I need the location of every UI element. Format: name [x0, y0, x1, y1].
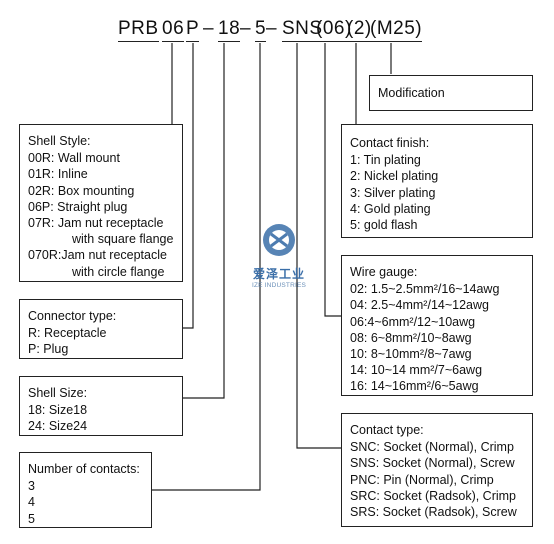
line-wire-gauge	[324, 43, 341, 317]
list-item: 2: Nickel plating	[350, 169, 439, 184]
list-item: PNC: Pin (Normal), Crimp	[350, 472, 494, 487]
list-item: R: Receptacle	[28, 326, 107, 341]
part-code: PRB 06 P – 18 – 5 – SNS (06) (2) (M25)	[0, 14, 554, 44]
list-item: 18: Size18	[28, 403, 88, 418]
list-item: SRC: Socket (Radsok), Crimp	[350, 488, 517, 503]
shell-size-title: Shell Size:	[28, 386, 88, 400]
brand-logo-icon	[263, 224, 295, 256]
shell-style-box: Shell Style: 00R: Wall mount 01R: Inline…	[19, 124, 183, 282]
line-shell-size	[183, 43, 225, 399]
list-item: 5	[28, 511, 35, 526]
list-item: 06:4~6mm²/12~10awg	[350, 314, 476, 329]
list-item: 3	[28, 479, 35, 494]
line-contact-type	[296, 43, 341, 449]
list-item: 3: Silver plating	[350, 185, 436, 200]
code-shell-size: 18	[218, 14, 241, 44]
shell-size-box: Shell Size: 18: Size18 24: Size24	[19, 376, 183, 436]
modification-box: Modification	[369, 75, 533, 111]
wire-gauge-box: Wire gauge: 02: 1.5~2.5mm²/16~14awg 04: …	[341, 255, 533, 396]
list-item: 02R: Box mounting	[28, 183, 135, 198]
code-contacts: 5	[255, 14, 267, 44]
shell-style-title: Shell Style:	[28, 134, 91, 148]
code-shell-style: 06	[162, 14, 185, 44]
list-item: 06P: Straight plug	[28, 199, 128, 214]
list-item: 01R: Inline	[28, 167, 88, 182]
list-item: 070R:Jam nut receptacle	[28, 248, 167, 263]
line-contacts	[152, 43, 261, 491]
list-item: SNS: Socket (Normal), Screw	[350, 456, 515, 471]
modification-title: Modification	[378, 86, 445, 100]
list-item: 10: 8~10mm²/8~7awg	[350, 347, 472, 362]
wire-gauge-title: Wire gauge:	[350, 265, 418, 279]
code-wire-gauge: (06)	[316, 14, 352, 44]
contacts-count-title: Number of contacts:	[28, 462, 140, 476]
connector-type-box: Connector type: R: Receptacle P: Plug	[19, 299, 183, 359]
list-item: with square flange	[72, 232, 174, 247]
list-item: SNC: Socket (Normal), Crimp	[350, 440, 514, 455]
code-series: PRB	[118, 14, 159, 44]
contact-finish-box: Contact finish: 1: Tin plating 2: Nickel…	[341, 124, 533, 238]
code-connector-type: P	[186, 14, 200, 44]
list-item: 24: Size24	[28, 419, 88, 434]
code-dash: –	[203, 18, 215, 39]
contact-finish-title: Contact finish:	[350, 136, 430, 150]
brand-name-en: IZE INDUSTRIES	[251, 282, 307, 289]
list-item: 14: 10~14 mm²/7~6awg	[350, 363, 483, 378]
list-item: 00R: Wall mount	[28, 151, 120, 166]
list-item: with circle flange	[72, 264, 165, 279]
connector-type-title: Connector type:	[28, 309, 117, 323]
list-item: P: Plug	[28, 342, 69, 357]
brand-name-cn: 爱泽工业	[252, 267, 305, 281]
line-connector-type	[183, 43, 194, 329]
contact-type-title: Contact type:	[350, 423, 424, 437]
list-item: 07R: Jam nut receptacle	[28, 216, 164, 231]
code-contact-type: SNS	[282, 14, 323, 44]
brand-watermark: 爱泽工业 IZE INDUSTRIES	[238, 222, 320, 289]
list-item: 08: 6~8mm²/10~8awg	[350, 330, 472, 345]
contacts-count-box: Number of contacts: 3 4 5	[19, 452, 152, 528]
contact-type-box: Contact type: SNC: Socket (Normal), Crim…	[341, 413, 533, 527]
list-item: 5: gold flash	[350, 218, 418, 233]
list-item: 4: Gold plating	[350, 201, 431, 216]
list-item: 04: 2.5~4mm²/14~12awg	[350, 298, 489, 313]
list-item: 4	[28, 495, 35, 510]
code-contact-finish: (2)	[347, 14, 372, 44]
code-dash: –	[240, 18, 252, 39]
code-dash: –	[266, 18, 278, 39]
list-item: SRS: Socket (Radsok), Screw	[350, 505, 517, 520]
list-item: 02: 1.5~2.5mm²/16~14awg	[350, 282, 500, 297]
list-item: 16: 14~16mm²/6~5awg	[350, 379, 479, 394]
list-item: 1: Tin plating	[350, 153, 421, 168]
code-modification: (M25)	[370, 14, 423, 44]
